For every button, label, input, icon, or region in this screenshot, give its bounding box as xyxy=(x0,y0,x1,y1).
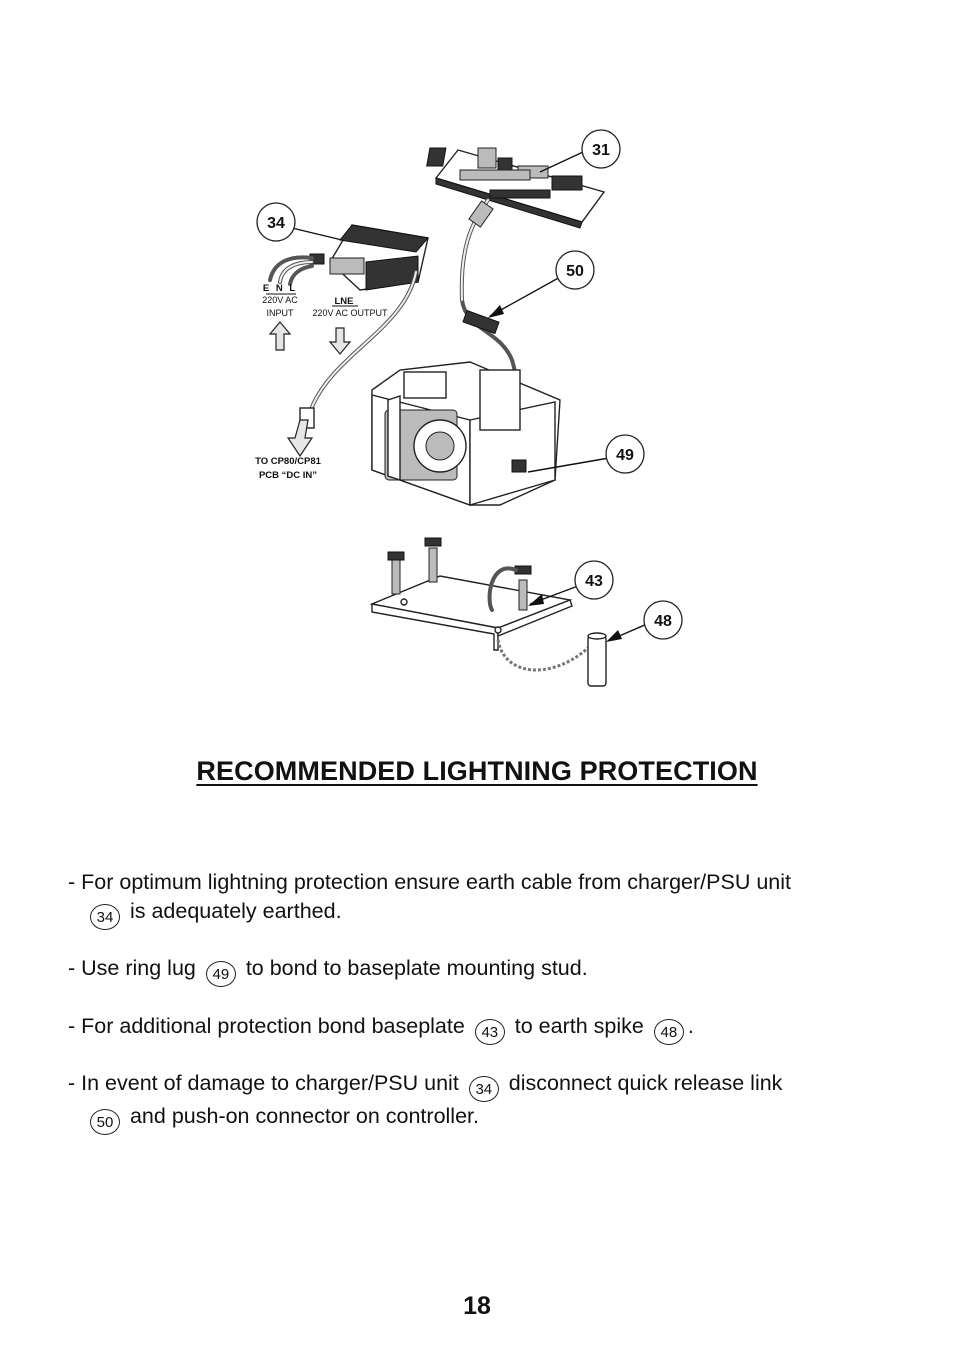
baseplate xyxy=(369,537,573,651)
paragraph-damage: - In event of damage to charger/PSU unit… xyxy=(68,1069,908,1135)
svg-text:50: 50 xyxy=(566,263,584,280)
callout-43: 43 xyxy=(574,560,614,600)
input-arrow xyxy=(268,321,292,351)
callout-34: 34 xyxy=(256,202,296,242)
paragraph-ring-lug: - Use ring lug 49 to bond to baseplate m… xyxy=(68,954,908,987)
ref-34: 34 xyxy=(90,904,120,930)
output-voltage-label: 220V AC OUTPUT xyxy=(312,308,388,318)
controller-pcb xyxy=(426,147,606,229)
dc-in-label-line2: PCB “DC IN” xyxy=(259,470,317,481)
svg-text:48: 48 xyxy=(654,613,672,630)
callout-48: 48 xyxy=(643,600,683,640)
charger-psu-unit xyxy=(309,224,429,291)
dc-out-arrow xyxy=(286,419,314,458)
ref-34: 34 xyxy=(468,1076,499,1102)
callout-50: 50 xyxy=(555,250,595,290)
page-number: 18 xyxy=(463,1292,491,1320)
svg-text:31: 31 xyxy=(592,142,610,159)
dc-output-cable xyxy=(299,270,418,429)
dc-in-label-line1: TO CP80/CP81 xyxy=(255,456,322,467)
output-terminals-label: LNE xyxy=(335,296,354,307)
lightning-protection-diagram: E N L 220V AC INPUT LNE 220V AC OUTPUT T… xyxy=(255,129,683,687)
ref-43: 43 xyxy=(474,1019,505,1045)
svg-text:34: 34 xyxy=(267,215,285,232)
svg-text:49: 49 xyxy=(616,447,634,464)
quick-release-link xyxy=(462,309,500,335)
operator-housing xyxy=(371,361,561,506)
mains-input-wires xyxy=(268,255,314,286)
page-title: RECOMMENDED LIGHTNING PROTECTION xyxy=(196,756,758,786)
ref-48: 48 xyxy=(653,1019,684,1045)
svg-text:43: 43 xyxy=(585,573,603,590)
input-voltage-label: 220V AC xyxy=(262,295,298,305)
input-terminals-label: E N L xyxy=(263,283,297,294)
paragraph-earth-cable: - For optimum lightning protection ensur… xyxy=(68,868,908,930)
callout-49: 49 xyxy=(605,434,645,474)
paragraph-earth-spike: - For additional protection bond basepla… xyxy=(68,1012,908,1045)
earth-spike xyxy=(487,566,607,687)
output-arrow xyxy=(328,327,352,355)
ref-50: 50 xyxy=(90,1109,120,1135)
ref-49: 49 xyxy=(205,961,236,987)
input-kind-label: INPUT xyxy=(267,308,295,318)
callout-31: 31 xyxy=(581,129,621,169)
